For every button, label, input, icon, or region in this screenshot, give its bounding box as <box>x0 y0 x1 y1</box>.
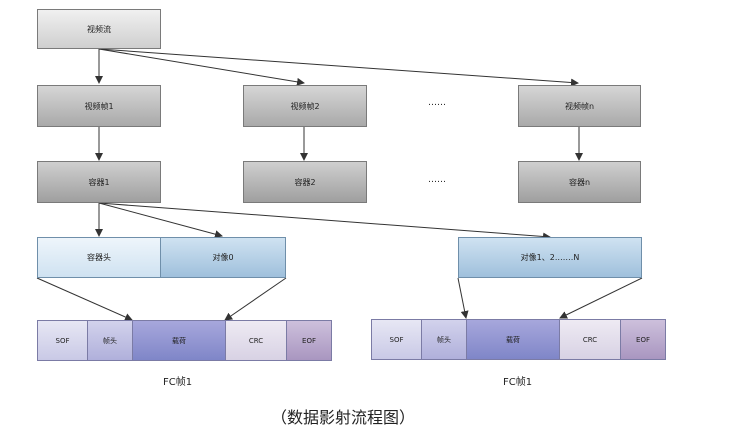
container-2-box: 容器2 <box>243 161 367 203</box>
fc-right-eof: EOF <box>620 319 666 360</box>
fc-right-header-label: 帧头 <box>437 335 451 344</box>
frames-ellipsis: …… <box>428 98 446 108</box>
video-stream-label: 视频流 <box>87 24 111 34</box>
objects-rest-box: 对像1、2.……N <box>458 237 642 278</box>
container-2-label: 容器2 <box>294 177 316 187</box>
object-0-box: 对像0 <box>160 237 286 278</box>
video-frame-1-label: 视频帧1 <box>84 101 114 111</box>
fc-left-crc-label: CRC <box>248 336 264 345</box>
container-n-label: 容器n <box>568 177 591 187</box>
video-frame-1-box: 视频帧1 <box>37 85 161 127</box>
arrow-container1-objects-rest <box>98 202 551 241</box>
fc-right-payload-label: 载荷 <box>506 335 520 344</box>
arrow-stream-framen <box>98 48 579 87</box>
container-header-box: 容器头 <box>37 237 161 278</box>
arrow-header-payload-left <box>36 277 133 321</box>
video-frame-n-box: 视频帧n <box>518 85 641 127</box>
arrow-stream-frame2 <box>98 48 305 86</box>
fc-left-payload-label: 载荷 <box>172 336 186 345</box>
video-frame-n-label: 视频帧n <box>564 101 595 111</box>
containers-ellipsis: …… <box>428 175 446 185</box>
container-1-label: 容器1 <box>88 177 110 187</box>
fc-right-header: 帧头 <box>421 319 467 360</box>
fc-left-eof: EOF <box>286 320 332 361</box>
container-1-box: 容器1 <box>37 161 161 203</box>
arrow-container1-object0 <box>98 202 223 239</box>
fc-right-eof-label: EOF <box>636 335 650 344</box>
arrow-objects-payload-left <box>457 277 469 319</box>
container-header-label: 容器头 <box>87 253 111 262</box>
fc-left-eof-label: EOF <box>302 336 316 345</box>
fc-right-crc: CRC <box>559 319 621 360</box>
video-frame-2-box: 视频帧2 <box>243 85 367 127</box>
video-frame-2-label: 视频帧2 <box>290 101 320 111</box>
fc-left-payload: 载荷 <box>132 320 226 361</box>
arrow-objects-payload-right <box>559 277 643 319</box>
fc-right-crc-label: CRC <box>582 335 598 344</box>
diagram-caption: （数据影射流程图） <box>271 408 416 427</box>
object-0-label: 对像0 <box>212 253 234 262</box>
fc-right-sof: SOF <box>371 319 422 360</box>
container-n-box: 容器n <box>518 161 641 203</box>
fc-right-payload: 载荷 <box>466 319 560 360</box>
fc-right-sof-label: SOF <box>389 335 404 344</box>
arrow-object0-payload-right <box>224 277 287 321</box>
objects-rest-label: 对像1、2.……N <box>520 253 580 262</box>
fc-left-header-label: 帧头 <box>103 336 117 345</box>
fc-frame-right-caption: FC帧1 <box>503 377 533 388</box>
fc-left-sof-label: SOF <box>55 336 70 345</box>
video-stream-box: 视频流 <box>37 9 161 49</box>
fc-left-header: 帧头 <box>87 320 133 361</box>
fc-left-sof: SOF <box>37 320 88 361</box>
fc-left-crc: CRC <box>225 320 287 361</box>
fc-frame-left-caption: FC帧1 <box>163 377 193 388</box>
